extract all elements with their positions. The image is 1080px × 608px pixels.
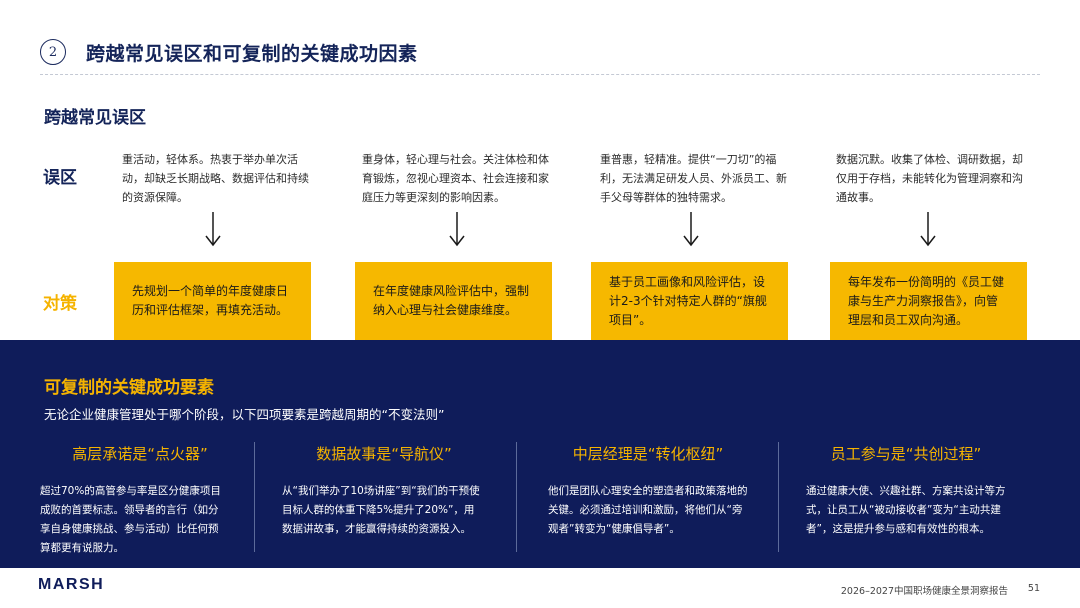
page-title: 跨越常见误区和可复制的关键成功因素 <box>86 42 418 65</box>
factor-text-2: 从“我们举办了10场讲座”到“我们的干预使目标人群的体重下降5%提升了20%”，… <box>282 485 480 535</box>
arrow-down-icon <box>203 210 223 250</box>
fix-text-4: 每年发布一份简明的《员工健康与生产力洞察报告》，向管理层和员工双向沟通。 <box>848 274 1005 327</box>
myth-row-label: 误区 <box>43 168 77 188</box>
fix-box-3: 基于员工画像和风险评估，设计2-3个针对特定人群的“旗舰项目”。 <box>591 262 788 340</box>
fix-box-2: 在年度健康风险评估中，强制纳入心理与社会健康维度。 <box>355 262 552 340</box>
myth-text-1: 重活动，轻体系。热衷于举办单次活动，却缺乏长期战略、数据评估和持续的资源保障。 <box>122 153 309 204</box>
fix-box-4: 每年发布一份简明的《员工健康与生产力洞察报告》，向管理层和员工双向沟通。 <box>830 262 1027 340</box>
section-subtitle: 无论企业健康管理处于哪个阶段，以下四项要素是跨越周期的“不变法则” <box>44 407 445 422</box>
fix-row-label: 对策 <box>43 294 77 314</box>
myth-text-4: 数据沉默。收集了体检、调研数据，却仅用于存档，未能转化为管理洞察和沟通故事。 <box>836 153 1023 204</box>
factor-title-3: 中层经理是“转化枢纽” <box>572 445 724 463</box>
header-divider <box>40 74 1040 75</box>
factor-text-1: 超过70%的高管参与率是区分健康项目成败的首要标志。领导者的言行（如分享自身健康… <box>40 485 221 554</box>
factor-title-1: 高层承诺是“点火器” <box>72 445 208 463</box>
page-number: 51 <box>1027 583 1040 594</box>
section-title-success-factors: 可复制的关键成功要素 <box>44 378 214 398</box>
factor-text-3: 他们是团队心理安全的塑造者和政策落地的关键。必须通过培训和激励，将他们从“旁观者… <box>548 485 748 535</box>
fix-text-2: 在年度健康风险评估中，强制纳入心理与社会健康维度。 <box>373 284 530 317</box>
fix-text-1: 先规划一个简单的年度健康日历和评估框架，再填充活动。 <box>132 284 289 317</box>
report-name: 2026–2027中国职场健康全景洞察报告 <box>840 586 1008 597</box>
fix-box-1: 先规划一个简单的年度健康日历和评估框架，再填充活动。 <box>114 262 311 340</box>
page-header: 2 跨越常见误区和可复制的关键成功因素 <box>40 38 418 66</box>
marsh-logo: MARSH <box>38 576 105 593</box>
myth-text-3: 重普惠，轻精准。提供“一刀切”的福利，无法满足研发人员、外派员工、新手父母等群体… <box>600 153 787 204</box>
success-factors-panel <box>0 340 1080 568</box>
column-divider <box>778 442 779 552</box>
arrow-down-icon <box>918 210 938 250</box>
column-divider <box>254 442 255 552</box>
arrow-down-icon <box>681 210 701 250</box>
myth-text-2: 重身体，轻心理与社会。关注体检和体育锻炼，忽视心理资本、社会连接和家庭压力等更深… <box>362 153 549 204</box>
factor-title-2: 数据故事是“导航仪” <box>316 445 452 463</box>
factor-title-4: 员工参与是“共创过程” <box>830 445 982 463</box>
section-number-badge: 2 <box>40 39 66 65</box>
column-divider <box>516 442 517 552</box>
fix-text-3: 基于员工画像和风险评估，设计2-3个针对特定人群的“旗舰项目”。 <box>609 274 767 327</box>
arrow-down-icon <box>447 210 467 250</box>
section-title-myths: 跨越常见误区 <box>44 108 146 128</box>
factor-text-4: 通过健康大使、兴趣社群、方案共设计等方式，让员工从“被动接收者”变为“主动共建者… <box>806 485 1006 535</box>
